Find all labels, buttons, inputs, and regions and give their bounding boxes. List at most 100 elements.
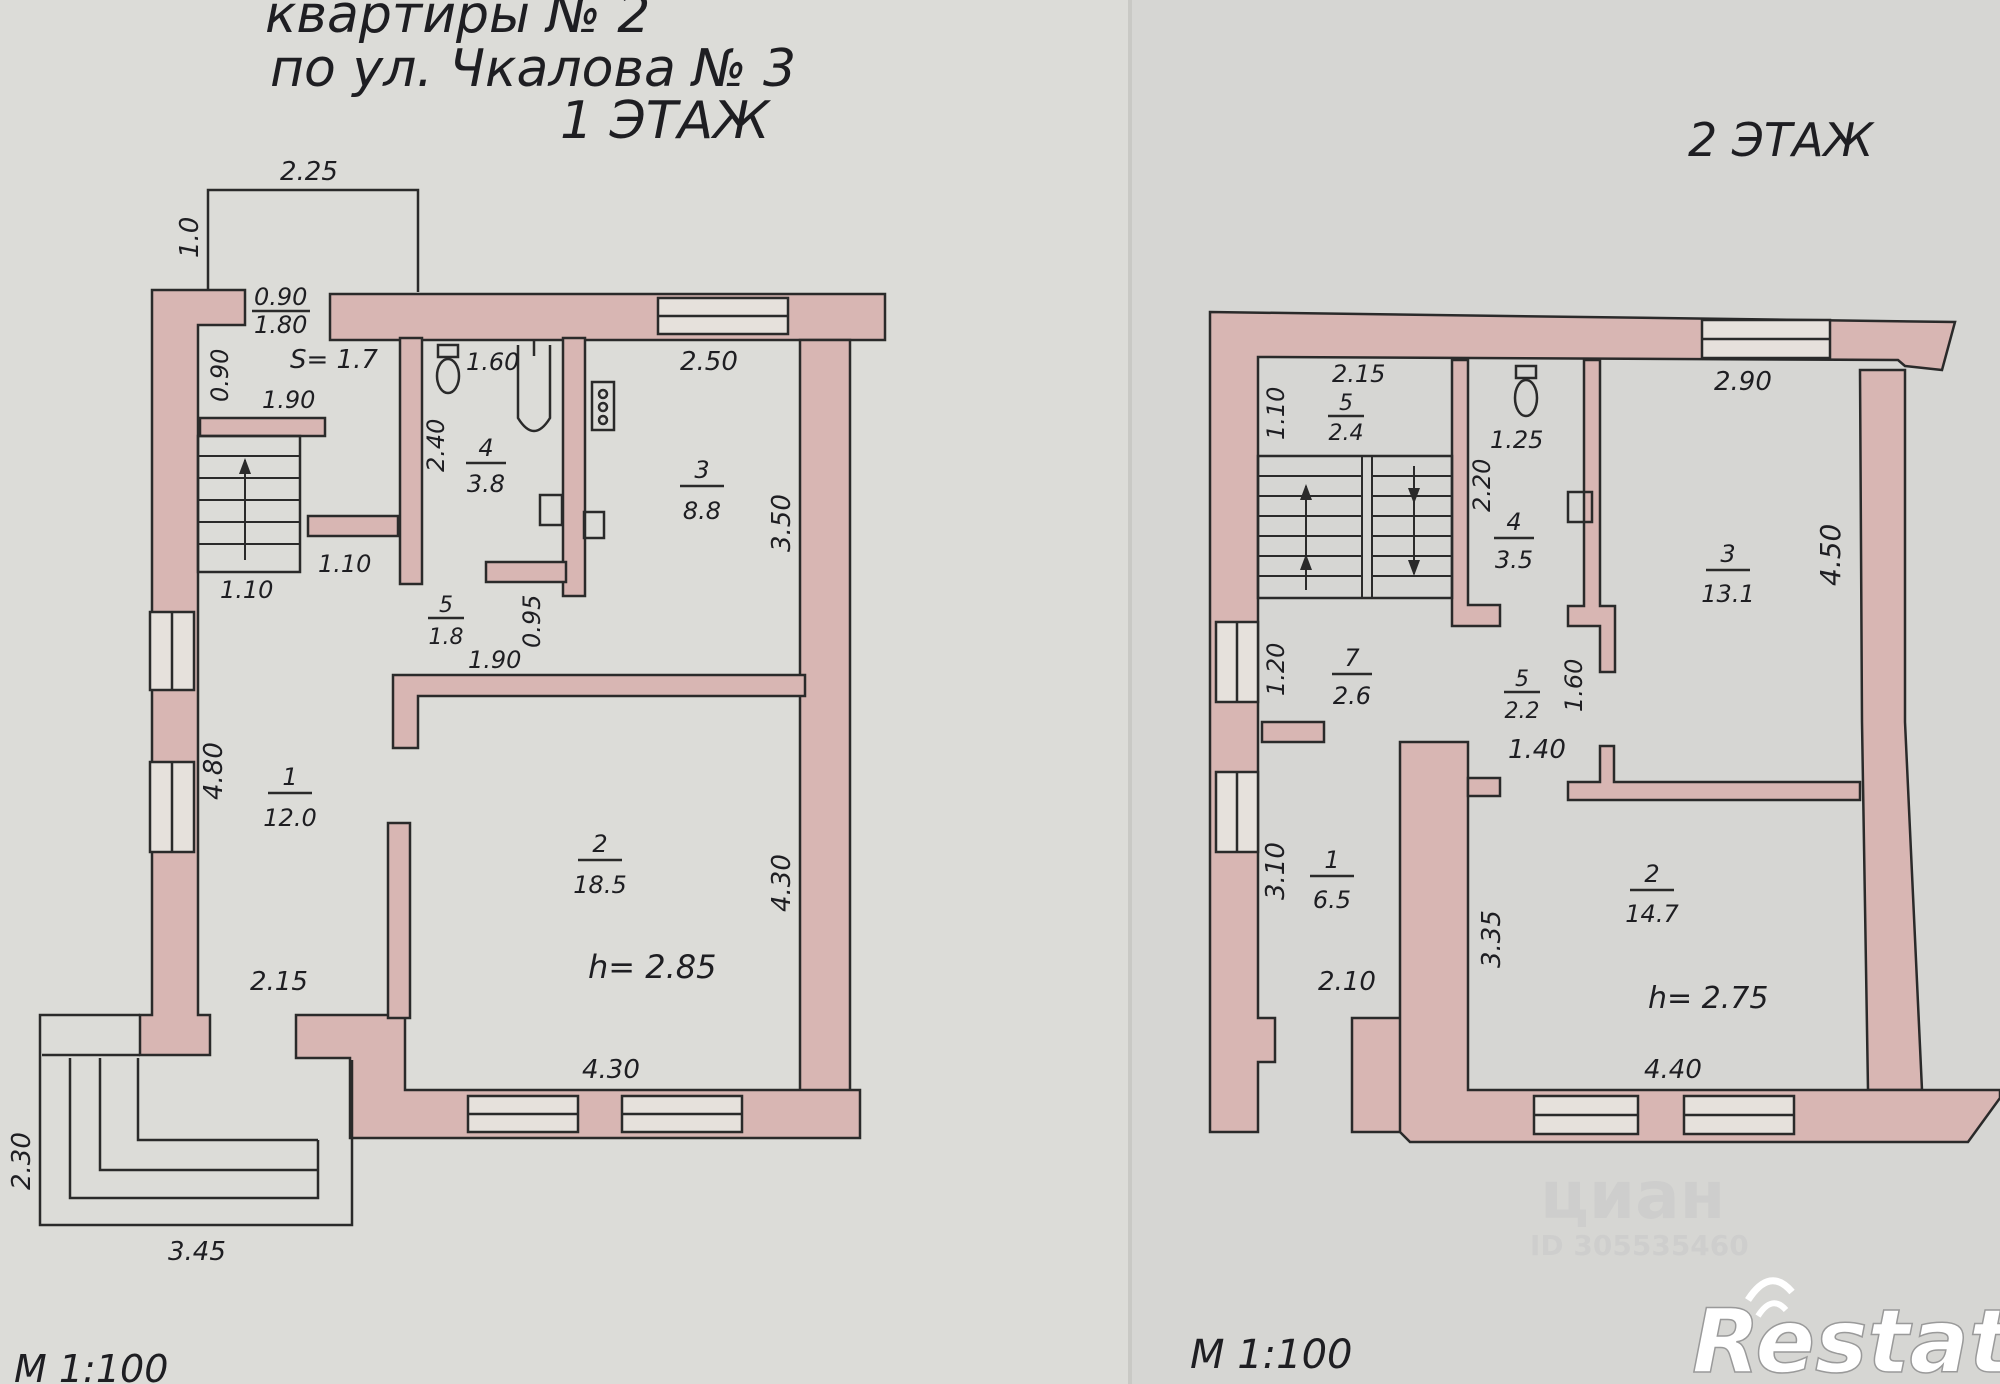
f2-room-4: 4 3.5 <box>1494 508 1534 574</box>
header-line1: квартиры № 2 <box>265 0 650 45</box>
f1-dim-hall-bottom: 1.90 <box>468 646 521 674</box>
f2-dim-room3-top: 2.90 <box>1714 367 1772 397</box>
floor1-title: 1 ЭТАЖ <box>560 91 771 151</box>
stair-floor2 <box>1256 454 1454 600</box>
f2-dim-hall-bottom: 1.40 <box>1508 735 1566 765</box>
floor2-title: 2 ЭТАЖ <box>1688 113 1876 167</box>
f1-dim-porch-top: 2.25 <box>280 157 338 187</box>
svg-text:4: 4 <box>478 434 493 462</box>
wall-north <box>328 292 887 342</box>
f2-dim-room2-bottom: 4.40 <box>1644 1055 1702 1085</box>
f1-dim-terrace-bottom: 3.45 <box>168 1237 226 1267</box>
f2-wall-south <box>1398 740 2000 1144</box>
f2-dim-hall-side: 1.60 <box>1560 659 1588 712</box>
f2-dim-wc-side: 2.20 <box>1468 459 1496 512</box>
f1-dim-room1-bottom: 2.15 <box>250 967 308 997</box>
f2-room-5a: 5 2.4 <box>1328 391 1364 446</box>
wall-hall-mid <box>484 560 568 584</box>
floor2-plan: 2.15 1.10 1.25 2.20 2.90 4.50 1.20 1.60 … <box>1190 310 2000 1378</box>
svg-text:4: 4 <box>1506 508 1521 536</box>
f2-toilet-icon <box>1513 364 1539 418</box>
f1-dim-stair-bottom: 1.10 <box>220 576 273 604</box>
wall-stair-right <box>306 514 400 538</box>
svg-text:3: 3 <box>694 456 709 484</box>
f2-dim-room1-bottom: 2.10 <box>1318 967 1376 997</box>
cian-id-text: ID 305535460 <box>1530 1229 1749 1262</box>
wall-stair-top <box>198 416 327 438</box>
svg-text:5: 5 <box>1515 667 1529 692</box>
f2-dim-room7-side: 1.20 <box>1262 643 1290 696</box>
f2-wall-room1-north <box>1260 720 1326 744</box>
f2-room-2: 2 14.7 <box>1625 860 1679 928</box>
paper-right <box>1130 0 2000 1384</box>
f1-dim-kitchen-top: 2.50 <box>680 347 738 377</box>
svg-text:2: 2 <box>1644 860 1659 888</box>
sink-icon <box>538 493 606 540</box>
svg-text:14.7: 14.7 <box>1625 900 1679 928</box>
porch-outline <box>206 188 420 292</box>
f1-room-3: 3 8.8 <box>680 456 724 525</box>
bathtub-icon <box>516 340 552 433</box>
f2-wall-west-north <box>1208 310 1957 1134</box>
toilet-icon <box>435 343 461 395</box>
f1-dim-terrace-side: 2.30 <box>7 1132 37 1190</box>
restate-signal-icon <box>1745 1277 1795 1302</box>
f2-room-5b: 5 2.2 <box>1504 667 1540 724</box>
f1-dim-stair-right: 1.10 <box>318 550 371 578</box>
svg-text:1: 1 <box>1324 846 1339 874</box>
wall-bath-west <box>398 336 424 586</box>
svg-text:5: 5 <box>1339 391 1353 416</box>
svg-text:5: 5 <box>439 593 453 618</box>
svg-text:12.0: 12.0 <box>263 804 316 832</box>
cian-watermark: циан ID 305535460 <box>1530 1157 1749 1262</box>
f2-dim-stair-top: 2.15 <box>1332 360 1385 388</box>
f2-dim-room1-side: 3.10 <box>1261 842 1291 900</box>
f1-dim-bath-top: 1.60 <box>466 348 519 376</box>
svg-text:3.5: 3.5 <box>1495 546 1533 574</box>
f2-room-1: 1 6.5 <box>1310 846 1354 914</box>
svg-text:13.1: 13.1 <box>1701 580 1754 608</box>
f1-dim-vest-side: 0.90 <box>206 349 234 402</box>
wall-bath-east <box>561 336 587 598</box>
f2-wall-hall-stub <box>1466 776 1502 798</box>
f1-dim-kitchen-side: 3.50 <box>767 494 797 552</box>
header-line2: по ул. Чкалова № 3 <box>270 39 796 99</box>
f2-sink-icon <box>1566 490 1594 524</box>
f1-dim-room2-side: 4.30 <box>767 854 797 912</box>
f1-dim-room1-side: 4.80 <box>199 742 229 800</box>
svg-text:1: 1 <box>282 763 297 791</box>
f2-wall-room2-north <box>1566 744 1862 802</box>
f1-dim-room2-bottom: 4.30 <box>582 1055 640 1085</box>
f1-dim-hall-mid: 0.95 <box>518 595 546 648</box>
stair-floor1 <box>196 434 302 574</box>
restate-brand-text: Restate <box>1692 1290 2000 1384</box>
f2-dim-wc-top: 1.25 <box>1490 426 1543 454</box>
stove-icon <box>590 380 616 432</box>
f1-dim-porch-side: 1.0 <box>175 217 205 258</box>
f2-dim-room2-side: 3.35 <box>1477 910 1507 968</box>
f1-ceiling-height: h= 2.85 <box>588 948 717 986</box>
svg-text:3: 3 <box>1720 540 1735 568</box>
f1-area-label: S= 1.7 <box>290 345 378 375</box>
f1-dim-door-top: 0.90 <box>254 283 307 311</box>
f2-dim-stair-side: 1.10 <box>1262 387 1290 440</box>
svg-text:6.5: 6.5 <box>1313 886 1351 914</box>
f2-room-7: 7 2.6 <box>1332 644 1372 710</box>
svg-text:2.4: 2.4 <box>1329 421 1364 446</box>
f1-dim-door-bottom: 1.80 <box>254 311 307 339</box>
cian-logo-text: циан <box>1540 1157 1725 1234</box>
wall-east <box>798 338 852 1097</box>
f1-dim-bath-side: 2.40 <box>422 419 450 472</box>
svg-text:2.6: 2.6 <box>1333 682 1371 710</box>
f1-scale: М 1:100 <box>14 1347 168 1384</box>
f1-room-1: 1 12.0 <box>263 763 316 832</box>
terrace <box>38 1013 354 1227</box>
f1-room-5: 5 1.8 <box>428 593 464 650</box>
f1-dim-stair-top: 1.90 <box>262 386 315 414</box>
wall-room2-west <box>386 821 412 1020</box>
f2-scale: М 1:100 <box>1190 1332 1353 1378</box>
f1-room-4: 4 3.8 <box>466 434 506 498</box>
svg-text:2.2: 2.2 <box>1505 699 1540 724</box>
wall-room2-north <box>391 673 807 750</box>
f2-dim-room3-side: 4.50 <box>1814 524 1847 586</box>
